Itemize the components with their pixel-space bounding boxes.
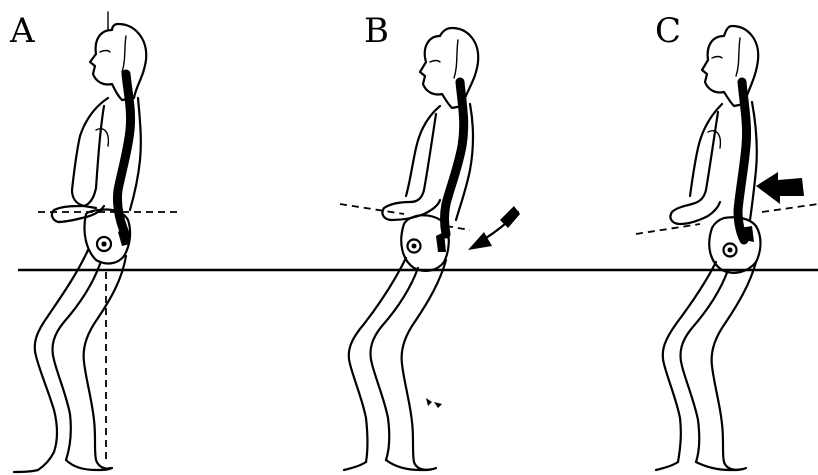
eye-a [100,51,110,53]
leg-inner-c [680,270,728,462]
arrow-left-c [756,172,804,204]
head-b [420,28,478,108]
pelvic-line-left-b [340,204,404,214]
hip-joint-center-a [101,241,106,246]
figure-c [636,26,818,470]
ear-line-c [736,38,740,76]
ankle-mark-b [426,398,442,408]
leg-inner-a [52,264,100,460]
leg-back-b [402,260,446,470]
figure-a [14,12,178,472]
arrow-head-b [468,232,492,250]
hip-joint-center-c [728,248,733,253]
spine-b [445,82,464,234]
pelvic-line-right-c [762,204,818,212]
chest-line-a [96,129,108,146]
ear-line-b [454,40,458,78]
hip-joint-center-b [412,244,417,249]
head-c [702,26,758,106]
eye-c [712,57,722,59]
head-a [90,24,146,100]
eye-b [430,61,440,63]
leg-front-c [663,262,716,462]
pelvic-line-left-c [636,224,700,234]
figure-b [340,28,520,470]
ear-line-a [122,36,126,72]
leg-front-a [35,250,88,470]
leg-inner-b [370,268,418,460]
leg-front-b [349,258,406,462]
